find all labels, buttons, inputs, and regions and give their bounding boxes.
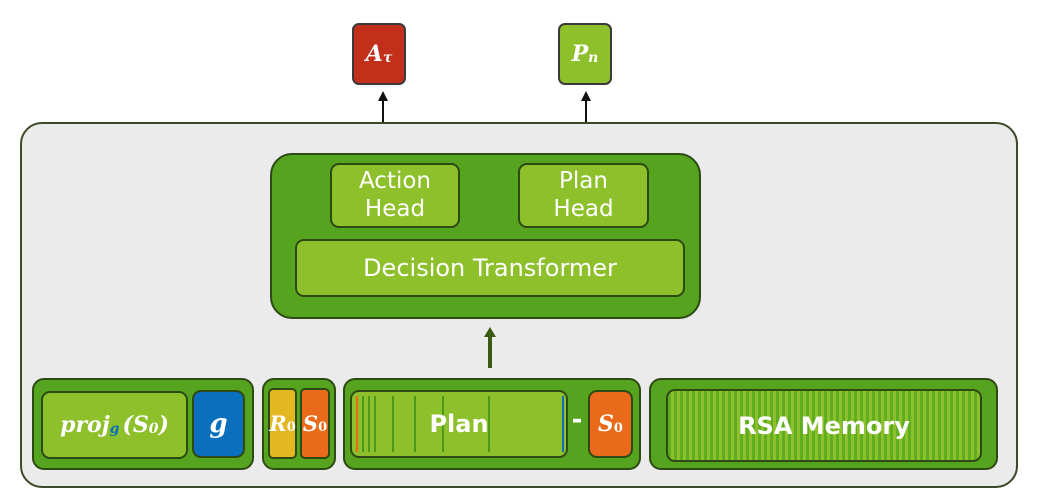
plan-head-line2: Head <box>553 195 614 222</box>
plan-stripe <box>374 396 376 452</box>
minus-sign: - <box>571 405 583 435</box>
plan-head-line1: Plan <box>559 167 608 194</box>
proj-text: proj <box>60 412 110 438</box>
s0-subscript: 0 <box>318 420 328 435</box>
plan-output-symbol: P <box>571 41 589 67</box>
rsa-memory-label: RSA Memory <box>738 411 910 440</box>
plan-arrowhead <box>581 91 591 101</box>
plan-marker-orange <box>356 396 358 452</box>
plan-label: Plan <box>429 410 489 438</box>
action-arrowhead <box>378 91 388 101</box>
plan-s0-subscript: 0 <box>613 420 623 436</box>
action-head-line1: Action <box>358 167 432 194</box>
s0-symbol: S <box>302 411 319 436</box>
action-output-symbol: A <box>365 41 383 67</box>
input-arrow <box>484 327 496 368</box>
proj-close: ) <box>158 412 169 438</box>
action-head-box: Action Head <box>330 163 460 228</box>
rsa-memory-box: RSA Memory <box>666 389 982 462</box>
plan-stripe <box>488 396 490 452</box>
proj-subscript: g <box>109 421 120 437</box>
plan-output-subscript: n <box>588 50 599 66</box>
r0-symbol: R <box>269 411 287 436</box>
plan-stripe <box>442 396 444 452</box>
decision-transformer-box: Decision Transformer <box>295 239 685 297</box>
plan-stripe <box>414 396 416 452</box>
output-arrows <box>378 91 591 122</box>
plan-marker-blue <box>562 396 564 452</box>
r0-subscript: 0 <box>286 420 296 435</box>
goal-box: g <box>192 390 245 458</box>
plan-s0-symbol: S <box>598 411 614 437</box>
action-output-subscript: τ <box>382 50 393 66</box>
plan-head-box: Plan Head <box>518 163 649 228</box>
action-head-line2: Head <box>364 195 426 222</box>
proj-arg-subscript: 0 <box>148 421 159 437</box>
plan-stripe <box>368 396 370 452</box>
plan-stripe <box>362 396 364 452</box>
plan-box: Plan <box>350 390 568 458</box>
goal-symbol: g <box>209 409 228 439</box>
plan-stripe <box>392 396 394 452</box>
proj-arg: (S <box>122 412 149 438</box>
decision-transformer-label: Decision Transformer <box>363 254 617 282</box>
